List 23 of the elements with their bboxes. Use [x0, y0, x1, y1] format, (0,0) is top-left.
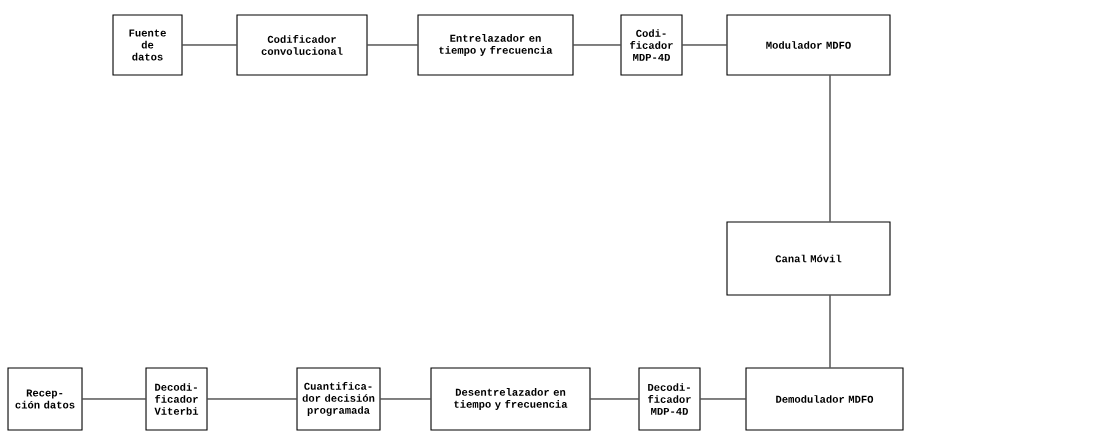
process-box: Cuantifica- dor decisión programada [296, 367, 381, 431]
connector-line [380, 398, 431, 400]
connector-line [82, 398, 146, 400]
connector-line [829, 75, 831, 222]
process-box: Decodi- ficador MDP-4D [638, 367, 701, 431]
connector-line [182, 44, 237, 46]
process-box: Recep- ción datos [7, 367, 83, 431]
connector-line [700, 398, 746, 400]
process-box: Canal Móvil [726, 221, 891, 296]
connector-line [829, 295, 831, 368]
process-box: Fuente de datos [112, 14, 183, 76]
connector-line [367, 44, 418, 46]
process-box: Decodi- ficador Viterbi [145, 367, 208, 431]
process-box: Demodulador MDFO [745, 367, 904, 431]
process-box: Codi- ficador MDP-4D [620, 14, 683, 76]
process-box: Codificador convolucional [236, 14, 368, 76]
connector-line [573, 44, 621, 46]
process-box: Desentrelazador en tiempo y frecuencia [430, 367, 591, 431]
process-box: Entrelazador en tiempo y frecuencia [417, 14, 574, 76]
process-box: Modulador MDFO [726, 14, 891, 76]
connector-line [682, 44, 727, 46]
connector-line [590, 398, 639, 400]
connector-line [207, 398, 297, 400]
